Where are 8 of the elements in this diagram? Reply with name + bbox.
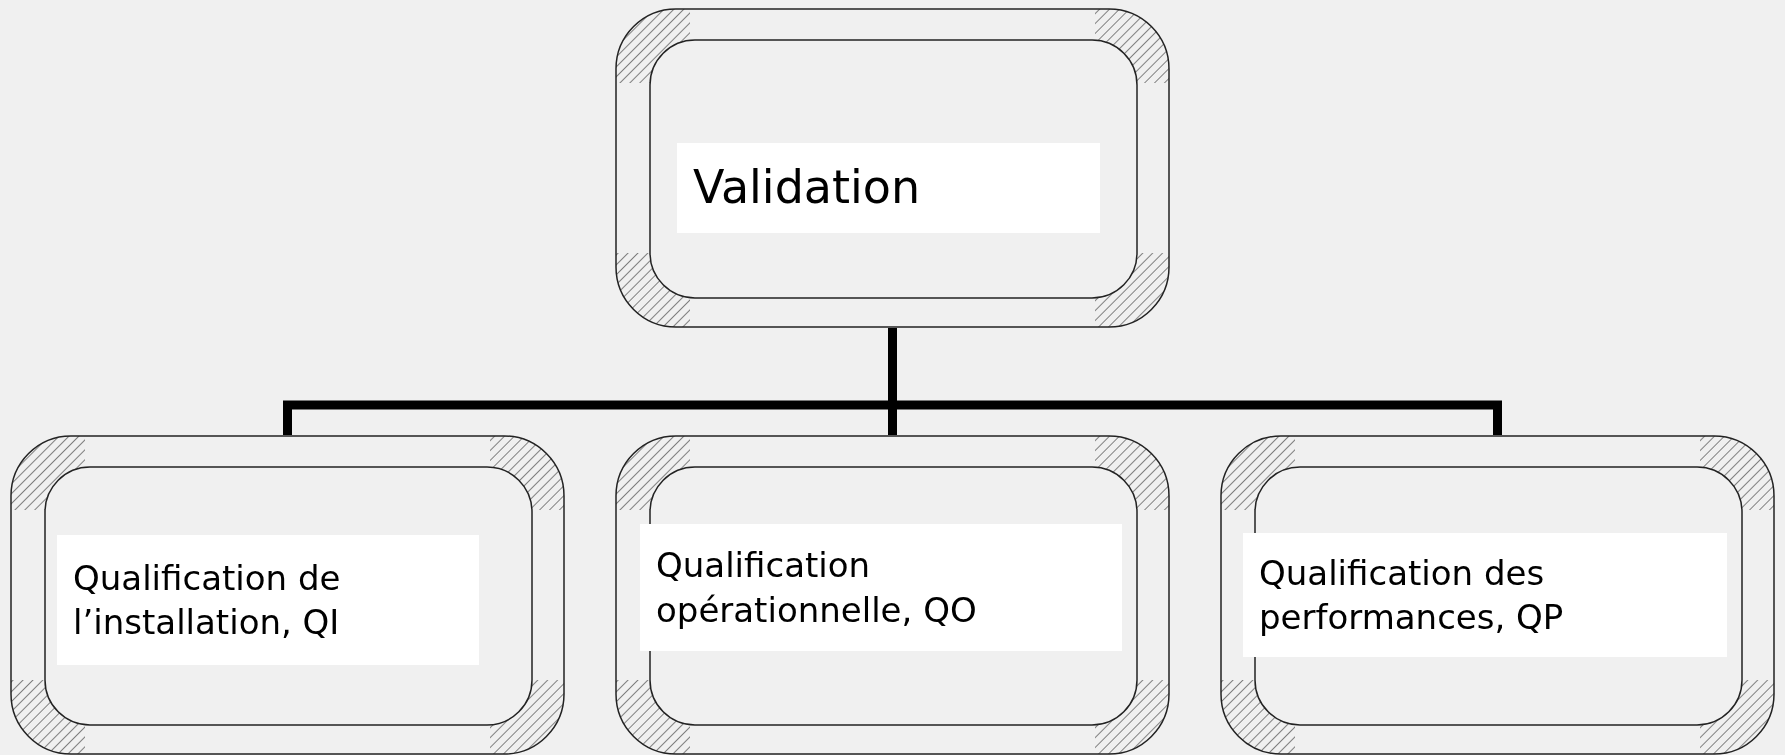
box-label: Qualification de l’installation, QI xyxy=(57,535,479,665)
box-label: Qualification des performances, QP xyxy=(1243,533,1727,657)
process-box xyxy=(615,435,1170,755)
box-label: Qualification opérationnelle, QO xyxy=(640,524,1122,651)
process-box xyxy=(10,435,565,755)
box-label: Validation xyxy=(677,143,1100,233)
process-box xyxy=(1220,435,1775,755)
process-box xyxy=(615,8,1170,328)
